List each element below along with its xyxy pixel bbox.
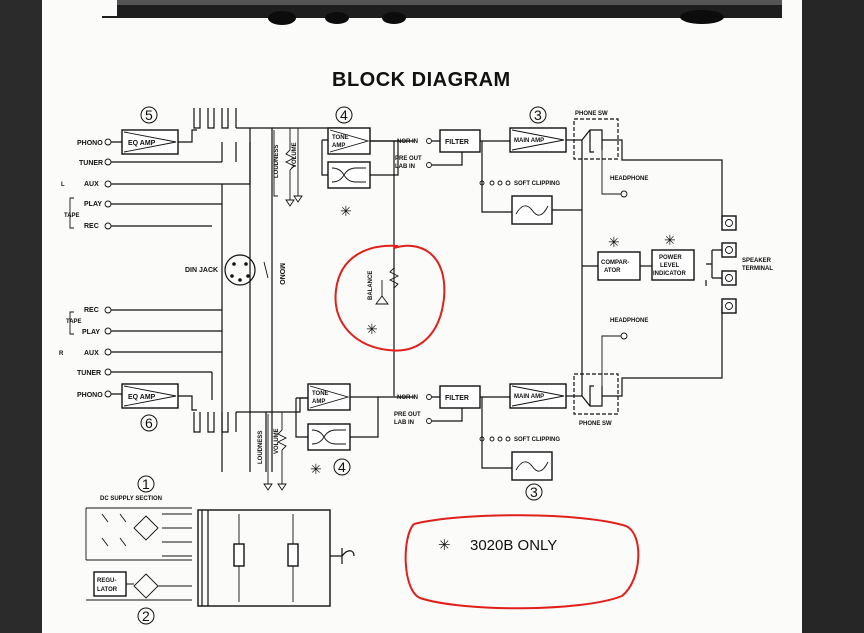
nor-pre-lab-top: NOR IN PRE OUT LAB IN [370, 138, 463, 396]
input-label-tuner-bottom: TUNER [77, 370, 101, 377]
filter-bottom: FILTER [439, 385, 512, 409]
lab-in-label-bottom: LAB IN [394, 420, 414, 426]
circled-number-2: 2 [142, 608, 150, 624]
input-label-tuner-top: TUNER [79, 160, 103, 167]
phone-switch-bottom: PHONE SW HEADPHONE [573, 306, 723, 427]
loudness-label-bottom: LOUDNESS [258, 431, 264, 464]
input-label-rec-bottom: REC [84, 307, 99, 314]
speaker-terminals: SPEAKER TERMINAL [705, 215, 773, 314]
filter-top: FILTER [439, 129, 512, 153]
volume-label-bottom: VOLUME [274, 428, 280, 454]
block-diagram: BLOCK DIAGRAM PHONO TUNER AUX PLAY REC T… [59, 0, 782, 625]
pre-out-label-top: PRE OUT [395, 156, 422, 162]
main-amp-top: MAIN AMP 3 [509, 106, 582, 153]
device-photo-strip [77, 0, 782, 25]
circled-number-6: 6 [145, 415, 153, 431]
document-page: BLOCK DIAGRAM PHONO TUNER AUX PLAY REC T… [42, 0, 802, 633]
din-jack-label: DIN JACK [185, 267, 218, 274]
r-channel-label: R [59, 351, 64, 357]
power-level-label-3: INDICATOR [653, 271, 686, 277]
model-note: ✳ 3020B ONLY [404, 514, 640, 610]
dc-supply-section: 1 DC SUPPLY SECTION REGU- LATOR 2 [85, 475, 355, 625]
comparator-section: COMPAR- ATOR ✳ POWER LEVEL INDICATOR ✳ [581, 140, 695, 396]
soft-clipping-bottom: SOFT CLIPPING 3 [479, 397, 560, 501]
input-label-phono-top: PHONO [77, 140, 103, 147]
bottom-input-jacks: REC PLAY AUX TUNER PHONO TAPE R [59, 306, 222, 399]
regulator-label-2: LATOR [97, 587, 118, 593]
l-channel-label: L [61, 182, 65, 188]
soft-clipping-top: SOFT CLIPPING [479, 141, 582, 225]
headphone-label-bottom: HEADPHONE [610, 318, 648, 324]
speaker-label-1: SPEAKER [742, 258, 772, 264]
tape-label-bottom: TAPE [66, 319, 82, 325]
circled-number-3-top: 3 [534, 107, 542, 123]
note-text: 3020B ONLY [470, 537, 557, 554]
pre-out-label-bottom: PRE OUT [394, 412, 421, 418]
soft-clipping-label-bottom: SOFT CLIPPING [514, 437, 560, 443]
tone-amp-top: TONE AMP 4 ✳ [321, 106, 399, 219]
tone-amp-label-bottom-1: TONE [312, 391, 329, 397]
nor-in-label-top: NOR IN [397, 139, 418, 145]
input-label-aux-bottom: AUX [84, 350, 99, 357]
circled-number-4-bottom: 4 [338, 459, 346, 475]
headphone-label-top: HEADPHONE [610, 176, 648, 182]
circled-number-3-bottom: 3 [530, 484, 538, 500]
speaker-label-2: TERMINAL [742, 266, 773, 272]
circled-number-4-top: 4 [340, 107, 348, 123]
input-label-rec-top: REC [84, 223, 99, 230]
nor-in-label-bottom: NOR IN [397, 395, 418, 401]
tone-amp-bottom: TONE AMP ✳ 4 [295, 383, 379, 477]
eq-amp-label-top: EQ AMP [128, 140, 156, 147]
din-jack: DIN JACK MONO [185, 254, 285, 286]
asterisk-power-level: ✳ [664, 232, 676, 248]
input-label-play-top: PLAY [84, 201, 102, 208]
balance-red-annotation [334, 244, 446, 352]
soft-clipping-label-top: SOFT CLIPPING [514, 181, 560, 187]
tone-amp-label-top-1: TONE [332, 135, 349, 141]
filter-label-bottom: FILTER [445, 395, 469, 402]
power-level-label-1: POWER [659, 255, 682, 261]
asterisk-comparator: ✳ [608, 234, 620, 250]
input-label-phono-bottom: PHONO [77, 392, 103, 399]
diagram-title: BLOCK DIAGRAM [332, 69, 511, 91]
input-selector-switches [193, 108, 273, 472]
tone-amp-label-top-2: AMP [332, 143, 345, 149]
tone-amp-label-bottom-2: AMP [312, 399, 325, 405]
mono-label: MONO [278, 263, 285, 285]
top-input-jacks: PHONO TUNER AUX PLAY REC TAPE L [61, 138, 251, 230]
main-amp-label-bottom: MAIN AMP [514, 394, 544, 400]
balance-control: BALANCE ✳ [334, 244, 446, 352]
main-amp-label-top: MAIN AMP [514, 138, 544, 144]
loudness-label-top: LOUDNESS [274, 145, 280, 178]
phone-switch-top: PHONE SW HEADPHONE [573, 111, 723, 222]
comparator-label-1: COMPAR- [601, 260, 629, 266]
viewer-right-edge [802, 0, 864, 633]
dc-supply-label: DC SUPPLY SECTION [100, 496, 162, 502]
circled-number-5: 5 [145, 107, 153, 123]
loudness-volume-bottom: LOUDNESS VOLUME [258, 397, 342, 491]
power-level-label-2: LEVEL [660, 263, 680, 269]
asterisk-tone-bottom: ✳ [310, 461, 322, 477]
volume-label-top: VOLUME [292, 142, 298, 168]
eq-amp-label-bottom: EQ AMP [128, 394, 156, 401]
input-label-play-bottom: PLAY [82, 329, 100, 336]
lab-in-label-top: LAB IN [395, 164, 415, 170]
asterisk-balance: ✳ [366, 321, 378, 337]
eq-amp-top: EQ AMP 5 [121, 106, 197, 155]
asterisk-tone-top: ✳ [340, 203, 352, 219]
phone-sw-label-bottom: PHONE SW [579, 421, 612, 427]
balance-label: BALANCE [368, 271, 374, 300]
filter-label-top: FILTER [445, 139, 469, 146]
tape-label-top: TAPE [64, 213, 80, 219]
regulator-label-1: REGU- [97, 578, 116, 584]
input-label-aux-top: AUX [84, 181, 99, 188]
note-asterisk: ✳ [438, 537, 451, 554]
phone-sw-label-top: PHONE SW [575, 111, 608, 117]
note-red-annotation [404, 514, 640, 610]
eq-amp-bottom: EQ AMP 6 [121, 383, 197, 432]
circled-number-1: 1 [142, 476, 150, 492]
main-amp-bottom: MAIN AMP [509, 383, 582, 409]
comparator-label-2: ATOR [604, 268, 621, 274]
